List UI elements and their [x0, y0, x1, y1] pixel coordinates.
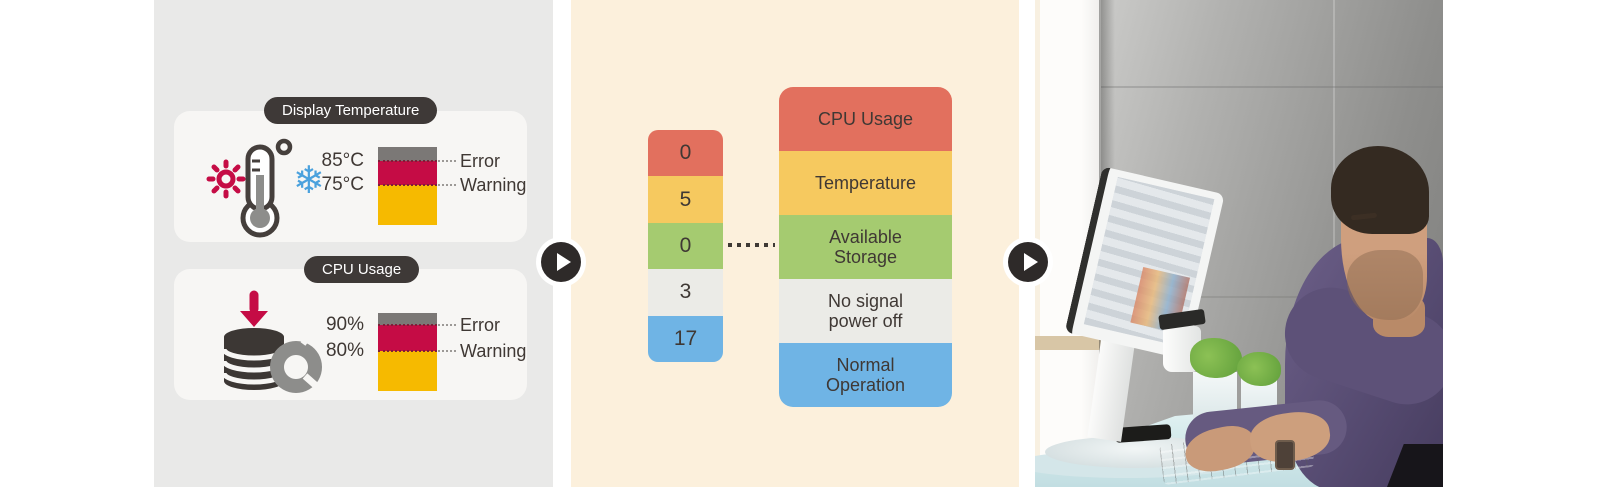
count-normal: 17	[648, 315, 723, 362]
error-threshold-line	[378, 160, 437, 162]
card-cpu-usage: 90% 80% Error Warning	[174, 269, 527, 400]
count-no-signal: 3	[648, 269, 723, 316]
error-zone-band	[378, 147, 437, 161]
play-icon	[1024, 253, 1038, 271]
cpu-threshold-bar	[378, 313, 437, 391]
next-button[interactable]	[1008, 242, 1048, 282]
legend-storage: Available Storage	[779, 215, 952, 279]
wall-seam	[1097, 296, 1443, 298]
error-label: Error	[460, 151, 500, 171]
card-title-display-temperature: Display Temperature	[264, 97, 438, 124]
warning-threshold-line	[378, 350, 437, 352]
error-threshold-value: 85°C	[321, 150, 364, 171]
legend-cpu-usage: CPU Usage	[779, 87, 952, 151]
temperature-threshold-bar	[378, 147, 437, 225]
error-threshold-value: 90%	[325, 314, 364, 335]
photo-window-beam	[1035, 336, 1101, 350]
warning-zone-band	[378, 161, 437, 185]
warning-label: Warning	[460, 175, 527, 195]
photo-man-beard	[1347, 250, 1423, 320]
count-storage: 0	[648, 222, 723, 270]
svg-text:❄: ❄	[293, 158, 324, 202]
count-cpu-usage: 0	[648, 130, 723, 177]
thermometer-sun-snowflake-icon: ❄	[206, 138, 324, 238]
status-counts-column: 0 5 0 3 17	[648, 130, 723, 362]
connector-dots	[728, 243, 775, 247]
warning-threshold-value: 75°C	[321, 174, 364, 195]
normal-zone-band	[378, 185, 437, 225]
photo-watch	[1275, 440, 1295, 470]
error-threshold-leader	[438, 324, 456, 326]
database-donut-arrow-icon	[221, 290, 325, 394]
warning-threshold-line	[378, 184, 437, 186]
warning-label: Warning	[460, 341, 527, 361]
warning-zone-band	[378, 325, 437, 351]
error-zone-band	[378, 313, 437, 325]
warning-threshold-leader	[438, 350, 456, 352]
warning-threshold-leader	[438, 184, 456, 186]
count-temperature: 5	[648, 176, 723, 223]
card-title-cpu-usage: CPU Usage	[304, 256, 420, 283]
status-legend-column: CPU Usage Temperature Available Storage …	[779, 87, 952, 407]
office-photo	[1035, 0, 1443, 487]
photo-plant	[1237, 352, 1281, 386]
legend-no-signal: No signal power off	[779, 279, 952, 343]
photo-plant	[1190, 338, 1242, 378]
card-display-temperature: ❄ 85°C 75°C Error Warning	[174, 111, 527, 242]
error-threshold-leader	[438, 160, 456, 162]
panel-thresholds: ❄ 85°C 75°C Error Warning Display Temper…	[154, 0, 553, 487]
warning-threshold-value: 80%	[325, 340, 364, 361]
legend-temperature: Temperature	[779, 151, 952, 215]
next-button[interactable]	[541, 242, 581, 282]
wall-seam	[1097, 86, 1443, 88]
error-label: Error	[460, 315, 500, 335]
panel-status-summary: 0 5 0 3 17 CPU Usage Temperature Availab…	[571, 0, 1019, 487]
error-threshold-line	[378, 324, 437, 326]
play-icon	[557, 253, 571, 271]
photo-man-hair	[1331, 146, 1429, 234]
legend-normal: Normal Operation	[779, 343, 952, 407]
normal-zone-band	[378, 351, 437, 391]
